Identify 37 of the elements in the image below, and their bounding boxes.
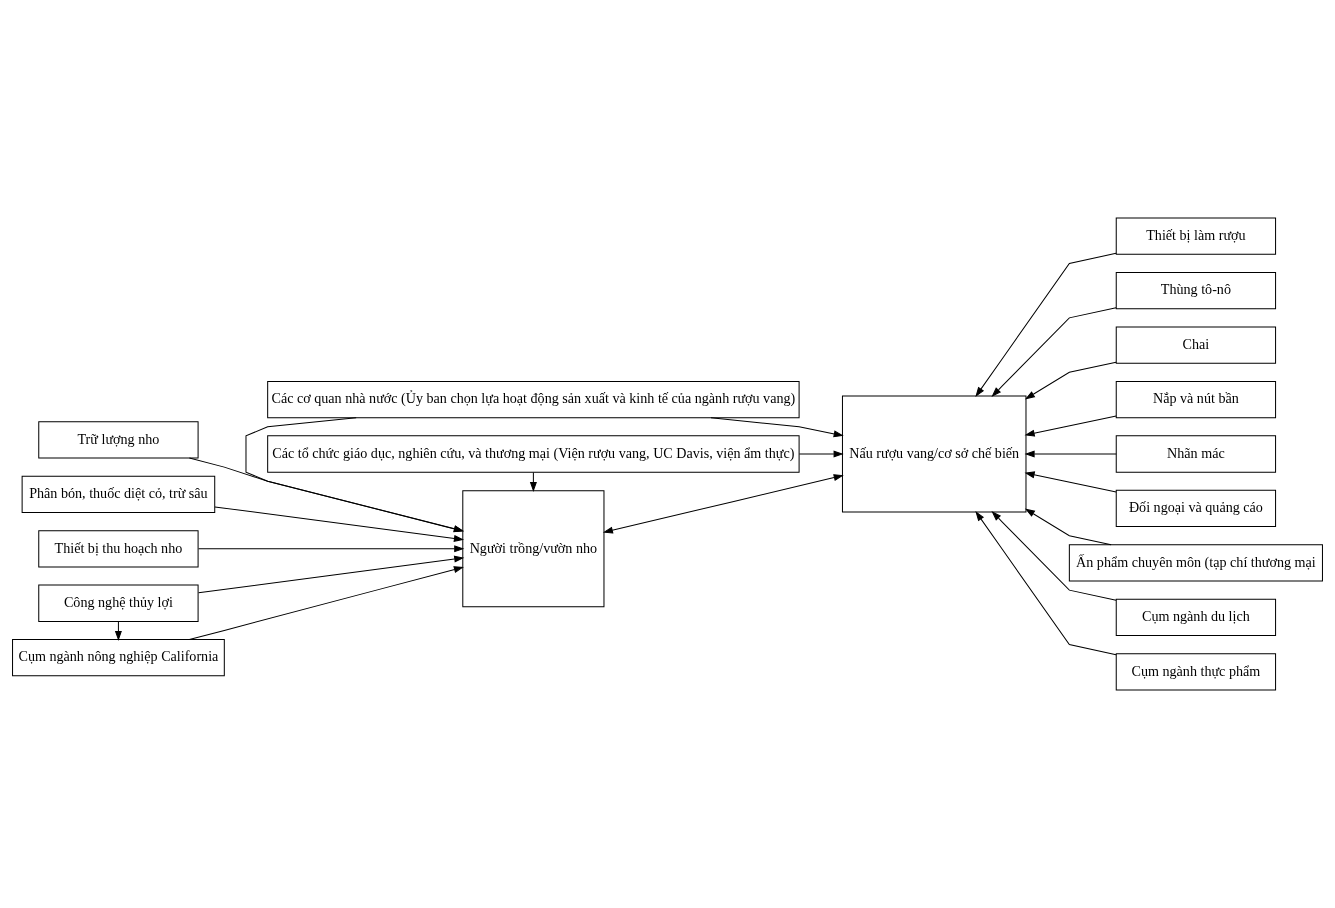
node-box: Ấn phẩm chuyên môn (tạp chí thương mại [1068,544,1323,582]
node-box: Cụm ngành thực phẩm [1115,653,1277,691]
node-box: Thiết bị thu hoạch nho [38,530,199,568]
arrow [991,511,1117,601]
arrow [975,510,1117,656]
arrow [1024,471,1117,493]
arrow [1024,415,1117,437]
arrow [1024,450,1117,458]
node-box: Phân bón, thuốc diệt cỏ, trừ sâu [21,475,216,513]
arrow [975,252,1117,398]
arrow [198,555,465,594]
arrow [529,471,537,493]
arrow [114,620,122,642]
arrow [710,417,844,438]
node-box: Chai [1115,326,1277,364]
node-box: Các cơ quan nhà nước (Ủy ban chọn lựa hoạt động sản xuất và kinh tế của ngành rượu vang) [267,380,800,419]
node-box: Cụm ngành nông nghiệp California [12,639,225,677]
node-box: Các tổ chức giáo dục, nghiên cứu, và thương mại (Viện rượu vang, UC Davis, viện ẩm thực) [267,435,800,473]
node-box: Đối ngoại và quảng cáo [1115,489,1277,528]
arrow [991,307,1117,397]
arrow [798,450,844,458]
arrow [1024,361,1117,400]
node-box: Nhãn mác [1115,435,1277,473]
node-box: Trữ lượng nho [38,421,199,459]
arrow [245,417,464,533]
node-box: Thùng tô-nô [1115,272,1277,310]
arrow [188,457,464,533]
node-box: Thiết bị làm rượu [1115,217,1277,255]
arrow [602,474,844,534]
node-box: Cụm ngành du lịch [1115,598,1277,636]
node-box: Nấu rượu vang/cơ sở chế biến [841,395,1027,513]
arrow [1024,508,1112,546]
node-box: Công nghệ thủy lợi [38,584,199,622]
arrow [214,506,464,542]
arrow [198,545,465,553]
node-box: Người trồng/vườn nho [462,490,605,608]
node-box: Nắp và nút bần [1115,380,1277,419]
